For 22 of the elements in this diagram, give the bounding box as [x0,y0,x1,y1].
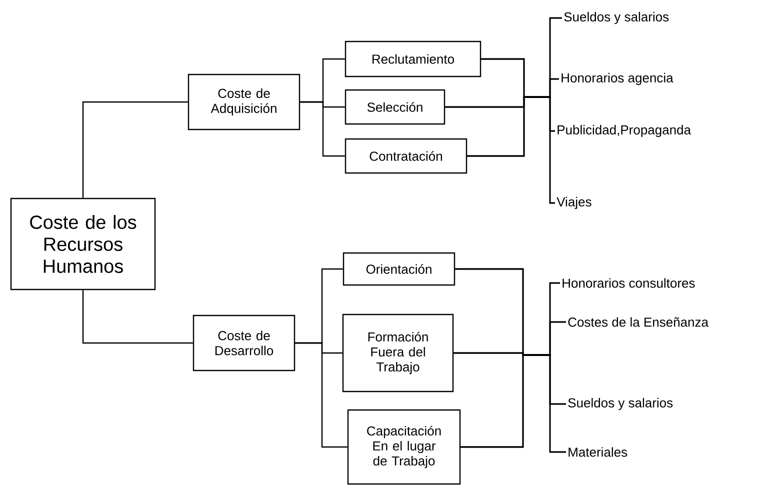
cost-box: Contratación [344,138,468,174]
cost-item: Sueldos y salarios [564,12,669,24]
cost-item: Viajes [556,196,592,210]
connector-line [295,342,348,448]
cost-box: Capacitación En el lugar de Trabajo [347,409,461,485]
cost-box: Orientación [342,252,456,286]
cost-box: Selección [344,89,446,125]
cost-item: Honorarios consultores [562,278,695,288]
root-box: Coste de los Recursos Humanos [10,198,156,290]
cost-item: Costes de la Enseñanza [568,317,708,327]
connector-line [300,101,345,157]
cost-box: Formación Fuera del Trabajo [342,314,454,392]
cost-box: Coste de Desarrollo [192,314,296,372]
cost-box: Coste de Adquisición [188,74,300,130]
cost-item: Materiales [568,447,628,457]
connector-line [82,101,188,198]
cost-box: Reclutamiento [344,40,482,78]
cost-item: Sueldos y salarios [568,398,673,410]
connector-line [467,96,555,204]
connector-line [82,290,193,344]
cost-item: Publicidad,Propaganda [558,124,691,138]
cost-item: Honorarios agencia [562,72,674,86]
